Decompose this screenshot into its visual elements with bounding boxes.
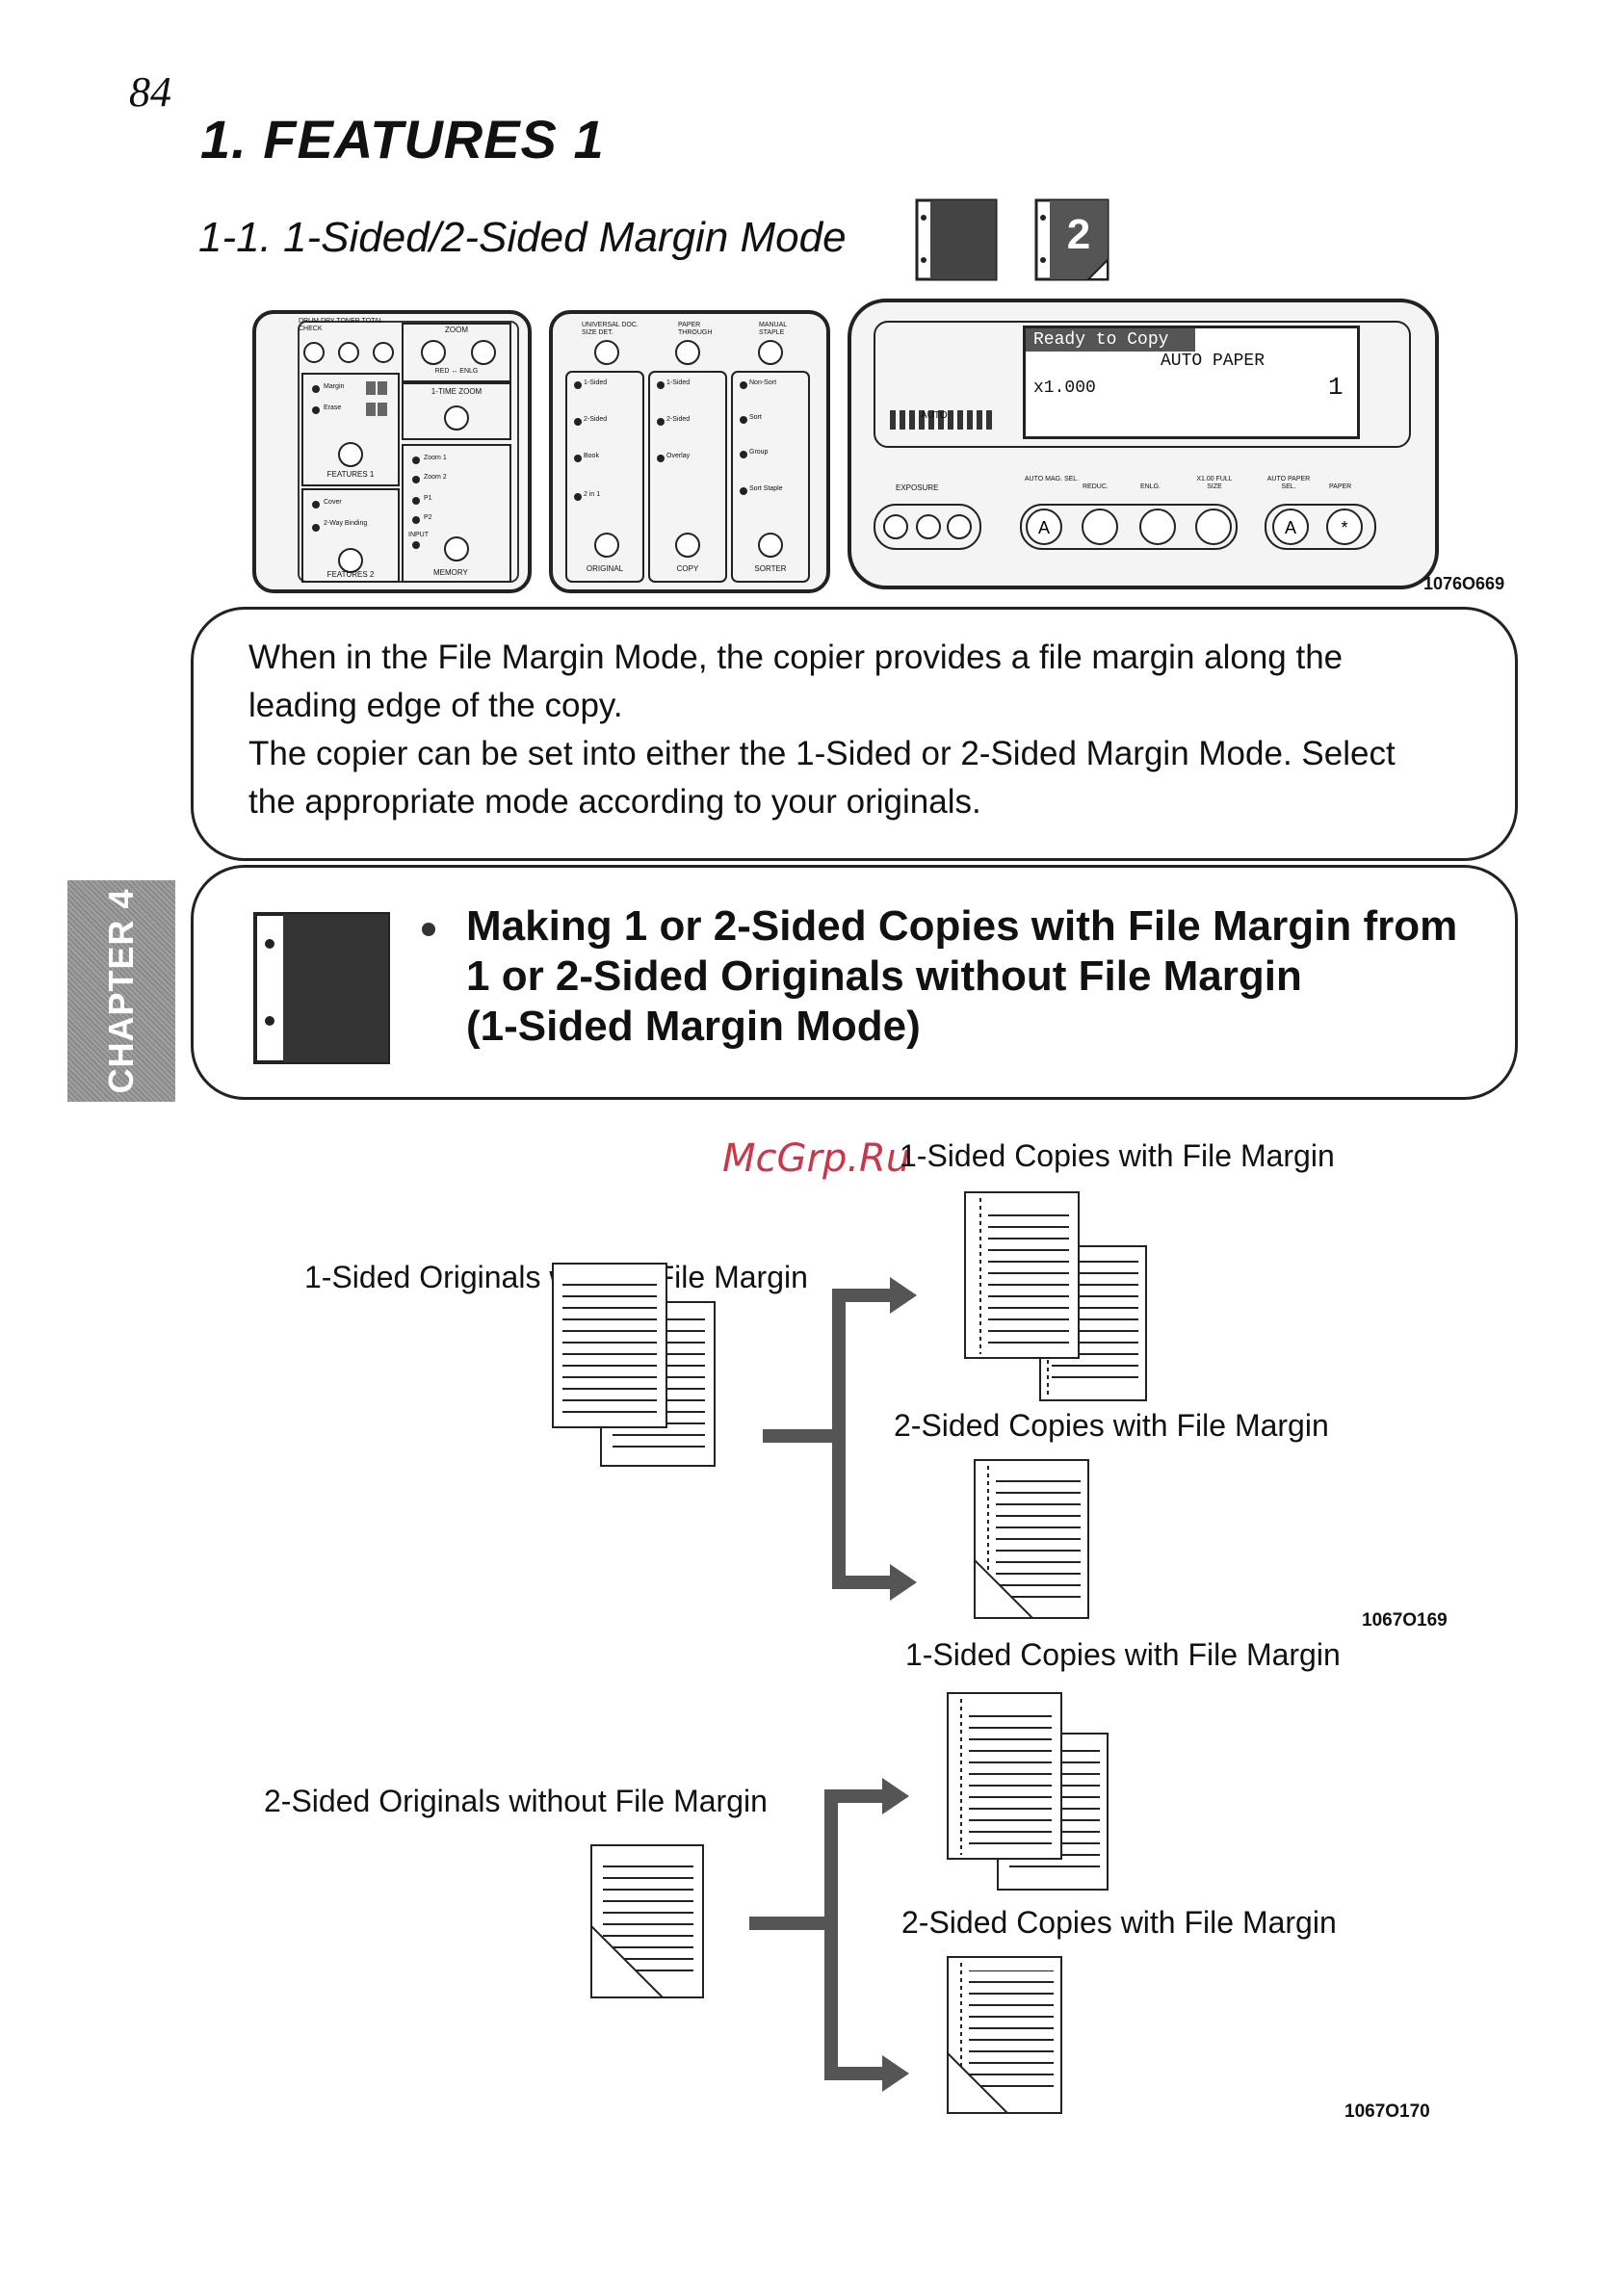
- section-heading: Making 1 or 2-Sided Copies with File Mar…: [466, 901, 1506, 1052]
- display-panel-drawing: A A *: [874, 321, 1411, 550]
- full-size-label: X1.00 FULL SIZE: [1196, 476, 1233, 490]
- features-panel: DRUM DRY TONER TOTAL CHECK ZOOM RED ↔ EN…: [252, 310, 532, 593]
- svg-text:2: 2: [1067, 211, 1090, 258]
- p1-label: P1: [424, 495, 432, 502]
- original-2sided-label: 2-Sided: [584, 416, 608, 423]
- exposure-label: EXPOSURE: [896, 483, 939, 492]
- watermark: McGrp.Ru: [722, 1136, 911, 1181]
- info-line-4: the appropriate mode according to your o…: [248, 783, 981, 821]
- original-book-label: Book: [584, 453, 599, 459]
- one-time-zoom-label: 1-TIME ZOOM: [431, 387, 483, 396]
- heading-line-2: 1 or 2-Sided Originals without File Marg…: [466, 952, 1302, 1000]
- lcd-display: Ready to Copy AUTO PAPER x1.000 1: [1023, 326, 1360, 439]
- lcd-status: Ready to Copy: [1026, 328, 1195, 352]
- file-margin-1-icon: [915, 198, 998, 281]
- heading-line-3: (1-Sided Margin Mode): [466, 1003, 921, 1050]
- input-label: INPUT: [408, 532, 429, 538]
- heading-box: [191, 865, 1518, 1100]
- copy-2sided-label: 2-Sided: [666, 416, 691, 423]
- p2-label: P2: [424, 514, 432, 521]
- red-enlg-label: RED ↔ ENLG: [434, 368, 479, 375]
- file-margin-1-icon-large: [253, 912, 390, 1064]
- fig1-code: 1067O169: [1362, 1610, 1448, 1631]
- mode-icons: 2: [915, 198, 1109, 281]
- universal-label: UNIVERSAL DOC. SIZE DET.: [582, 322, 639, 336]
- info-box: [191, 607, 1518, 861]
- fig1-out1-label: 1-Sided Copies with File Margin: [900, 1138, 1335, 1173]
- paper-button-label: PAPER: [1329, 483, 1352, 490]
- total-check-label: TOTAL CHECK: [299, 318, 383, 332]
- file-margin-2-icon: 2: [1034, 198, 1109, 281]
- sorter-group-label: Group: [749, 449, 769, 456]
- original-1sided-label: 1-Sided: [584, 379, 608, 386]
- fig2-code: 1067O170: [1344, 2101, 1430, 2122]
- info-line-2: leading edge of the copy.: [248, 687, 623, 724]
- features1-label: FEATURES 1: [326, 470, 375, 479]
- enlg-label: ENLG.: [1140, 483, 1161, 490]
- fig2-out1-pages: [947, 1692, 1109, 1891]
- auto-exposure-label: AUTO: [921, 410, 948, 421]
- lcd-ratio: x1.000: [1033, 378, 1096, 398]
- sorter-staple-label: Sort Staple: [749, 485, 783, 492]
- memory-label: MEMORY: [433, 568, 468, 577]
- auto-paper-sel-label: AUTO PAPER SEL.: [1266, 476, 1311, 490]
- lcd-paper: AUTO PAPER: [1161, 352, 1266, 371]
- zoom1-label: Zoom 1: [424, 455, 447, 461]
- paper-through-label: PAPER THROUGH: [678, 322, 713, 336]
- fig2-out2-pages: [947, 1956, 1062, 2114]
- features-panel-drawing: [298, 321, 519, 583]
- fig1-out1-pages: [964, 1191, 1147, 1401]
- fig1-out2-pages: [974, 1459, 1089, 1619]
- original-copy-panel-drawing: [565, 340, 810, 583]
- zoom-label: ZOOM: [445, 326, 468, 334]
- sorter-label: SORTER: [754, 564, 787, 573]
- sorter-sort-label: Sort: [749, 414, 762, 421]
- svg-text:A: A: [1285, 518, 1296, 537]
- toner-label: TONER: [336, 318, 360, 325]
- fig2-out2-label: 2-Sided Copies with File Margin: [901, 1905, 1337, 1940]
- fig2-source-label: 2-Sided Originals without File Margin: [264, 1784, 768, 1818]
- fig1-source-pages: [552, 1263, 716, 1467]
- cover-label: Cover: [324, 499, 342, 506]
- fig2-source-pages: [590, 1844, 704, 1998]
- manual-staple-label: MANUAL STAPLE: [759, 322, 787, 336]
- original-2in1-label: 2 in 1: [584, 491, 601, 498]
- features2-label: FEATURES 2: [326, 570, 375, 579]
- figure2-diagram: [590, 1692, 1109, 2114]
- fig2-out1-label: 1-Sided Copies with File Margin: [905, 1637, 1341, 1672]
- section-subtitle: 1-1. 1-Sided/2-Sided Margin Mode: [198, 214, 847, 261]
- copy-1sided-label: 1-Sided: [666, 379, 691, 386]
- fig1-out2-label: 2-Sided Copies with File Margin: [894, 1408, 1329, 1443]
- lcd-count: 1: [1328, 373, 1344, 402]
- two-way-binding-label: 2-Way Binding: [324, 520, 368, 527]
- svg-text:A: A: [1038, 518, 1050, 537]
- copy-label: COPY: [676, 564, 699, 573]
- info-line-3: The copier can be set into either the 1-…: [248, 735, 1396, 772]
- exposure-scale: [890, 410, 992, 430]
- info-line-1: When in the File Margin Mode, the copier…: [248, 639, 1344, 676]
- margin-label: Margin: [324, 383, 345, 390]
- panel-figure-code: 1076O669: [1423, 574, 1505, 593]
- reduc-label: REDUC.: [1083, 483, 1109, 490]
- fig2-arrows: [749, 1778, 909, 2092]
- auto-mag-label: AUTO MAG. SEL.: [1024, 476, 1080, 483]
- fig1-arrows: [763, 1277, 917, 1601]
- info-text: When in the File Margin Mode, the copier…: [248, 634, 1501, 826]
- drum-dry-label: DRUM DRY: [299, 318, 335, 325]
- svg-text:*: *: [1341, 518, 1347, 537]
- original-label: ORIGINAL: [586, 564, 624, 573]
- page-title: 1. FEATURES 1: [200, 109, 605, 170]
- copy-overlay-label: Overlay: [666, 453, 691, 459]
- heading-bullet: [422, 923, 435, 936]
- chapter-tab-label: CHAPTER 4: [101, 888, 141, 1094]
- chapter-tab: CHAPTER 4: [67, 880, 175, 1102]
- page-number: 84: [129, 68, 171, 116]
- figure1-diagram: [552, 1191, 1147, 1619]
- zoom2-label: Zoom 2: [424, 474, 447, 481]
- sorter-nonsort-label: Non-Sort: [749, 379, 777, 386]
- erase-label: Erase: [324, 404, 342, 411]
- heading-line-1: Making 1 or 2-Sided Copies with File Mar…: [466, 902, 1458, 950]
- original-copy-panel: UNIVERSAL DOC. SIZE DET. PAPER THROUGH M…: [549, 310, 830, 593]
